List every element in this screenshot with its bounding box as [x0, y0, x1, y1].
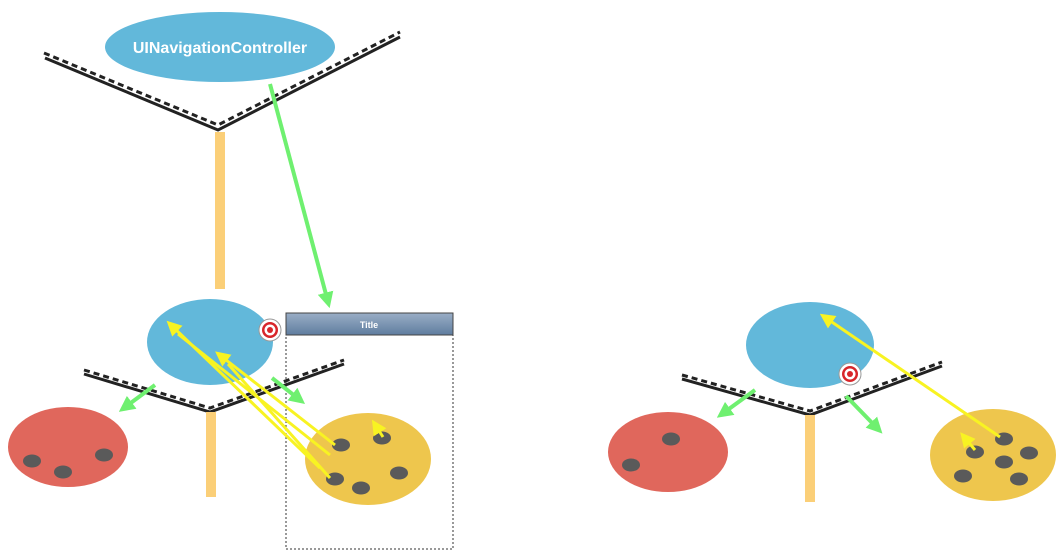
navigation-bar — [285, 312, 454, 336]
child-arrow-yellow-right — [844, 394, 883, 434]
action-links-right — [819, 313, 1001, 451]
red-view-left — [8, 407, 128, 487]
red-view-right — [608, 412, 728, 492]
target-icon — [258, 318, 282, 342]
yellow-view-left — [305, 413, 431, 505]
child-arrow-red-right — [716, 388, 757, 418]
top-branch — [43, 30, 401, 132]
view-controller-node-left — [147, 299, 273, 385]
trunk-right — [805, 415, 815, 502]
navigation-controller-node: UINavigationController — [105, 12, 335, 82]
navigation-controller-label: UINavigationController — [133, 40, 307, 57]
target-icon — [838, 362, 862, 386]
child-arrow-yellow-left — [270, 376, 306, 404]
trunk-bottom-left — [206, 412, 216, 497]
navigation-bar-title: Title — [360, 320, 378, 330]
action-links-left — [166, 320, 387, 480]
child-arrow-red-left — [118, 383, 157, 412]
push-arrow — [268, 83, 334, 309]
yellow-view-right — [930, 409, 1056, 501]
trunk-top — [215, 132, 225, 289]
